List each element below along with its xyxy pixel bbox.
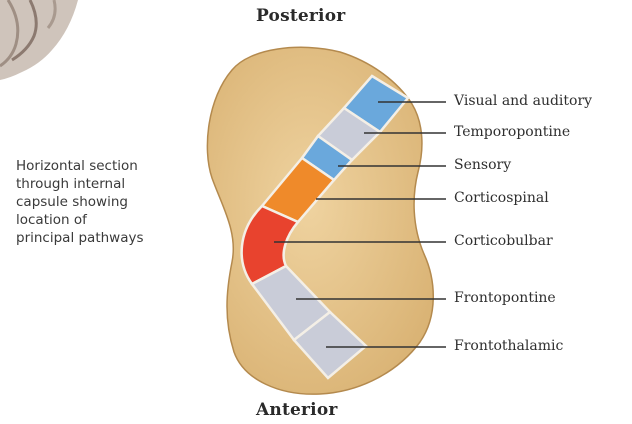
label-visual-auditory: Visual and auditory: [454, 93, 592, 109]
label-frontothalamic: Frontothalamic: [454, 338, 563, 354]
label-temporopontine: Temporopontine: [454, 124, 570, 140]
label-sensory: Sensory: [454, 157, 511, 173]
label-corticobulbar: Corticobulbar: [454, 233, 553, 249]
label-corticospinal: Corticospinal: [454, 190, 549, 206]
label-frontopontine: Frontopontine: [454, 290, 556, 306]
